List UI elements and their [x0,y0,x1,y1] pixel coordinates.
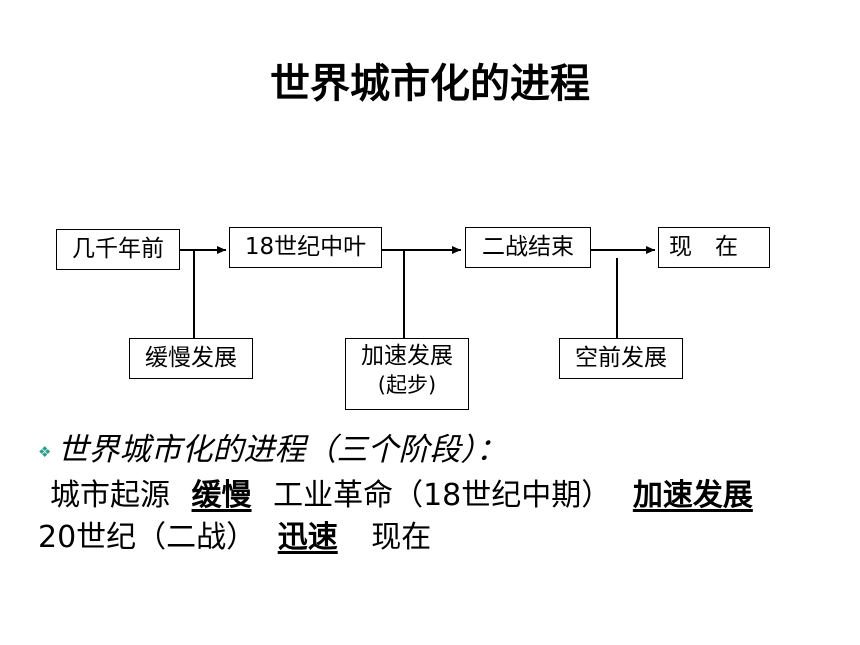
phase-box-slow: 缓慢发展 [129,338,253,379]
diamond-bullet-icon: ❖ [38,442,52,461]
text-present: 现在 [371,520,432,555]
phase-box-unprecedented: 空前发展 [559,338,683,379]
phase-label: 加速发展 [361,343,453,369]
bullet-heading: ❖ 世界城市化的进程（三个阶段）： [38,428,838,474]
stage-box-ancient: 几千年前 [56,229,180,270]
phase-label: 缓慢发展 [145,345,237,371]
underlined-accelerating: 加速发展 [632,478,753,513]
text-industrial-revolution: 工业革命（18世纪中期） [273,478,612,513]
phase-label: 空前发展 [575,345,667,371]
underlined-rapid: 迅速 [277,520,338,555]
summary-paragraph: 城市起源 缓慢 工业革命（18世纪中期） 加速发展 20世纪（二战） 迅速 现在 [38,475,808,559]
stage-label: 二战结束 [482,234,574,260]
text-20th-century: 20世纪（二战） [38,520,257,555]
phase-box-accelerating: 加速发展 (起步) [345,338,469,410]
bullet-text: 世界城市化的进程（三个阶段）： [57,432,507,468]
stage-label: 18世纪中叶 [244,234,367,260]
underlined-slow: 缓慢 [191,478,252,513]
stage-label: 现 在 [669,234,738,260]
stage-box-wwii-end: 二战结束 [465,227,591,268]
page-title: 世界城市化的进程 [270,61,590,107]
phase-sublabel: (起步) [377,373,437,397]
stage-label: 几千年前 [72,236,164,262]
stage-box-present: 现 在 [658,227,770,268]
text-origin: 城市起源 [50,478,170,513]
stage-box-18th-century: 18世纪中叶 [229,227,382,268]
